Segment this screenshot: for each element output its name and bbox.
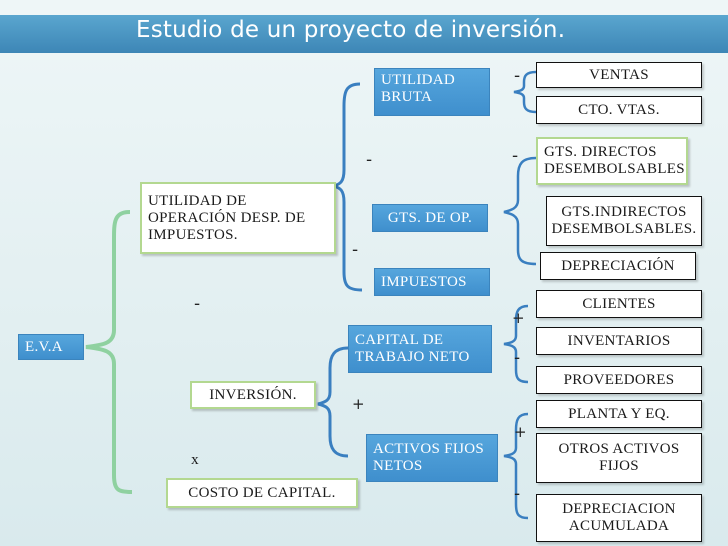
- capital-trabajo-box: CAPITAL DE TRABAJO NETO: [348, 325, 492, 373]
- depreciacion-acum-box: DEPRECIACION ACUMULADA: [536, 494, 702, 542]
- utilidad-bruta-box: UTILIDAD BRUTA: [374, 68, 490, 116]
- minus-sign: -: [512, 146, 519, 166]
- gts-indirectos-box: GTS.INDIRECTOS DESEMBOLSABLES.: [546, 196, 702, 246]
- minus-sign: -: [366, 150, 373, 170]
- inversion-box: INVERSIÓN.: [190, 381, 316, 409]
- minus-sign: -: [514, 348, 521, 368]
- inversion-bracket: [317, 346, 349, 458]
- minus-sign: -: [514, 66, 521, 86]
- uodi-box: UTILIDAD DE OPERACIÓN DESP. DE IMPUESTOS…: [140, 182, 336, 254]
- minus-sign: -: [194, 294, 201, 314]
- multiplier-sign: x: [191, 451, 199, 468]
- minus-sign: -: [352, 240, 359, 260]
- gts-op-box: GTS. DE OP.: [372, 204, 488, 232]
- depreciacion-box: DEPRECIACIÓN: [540, 252, 696, 280]
- plus-sign: +: [352, 395, 365, 413]
- page-title: Estudio de un proyecto de inversión.: [136, 17, 566, 43]
- proveedores-box: PROVEEDORES: [536, 366, 702, 394]
- activos-fijos-bracket: [503, 412, 529, 520]
- planta-eq-box: PLANTA Y EQ.: [536, 400, 702, 428]
- gts-op-bracket: [503, 156, 537, 266]
- utilidad-bruta-bracket: [513, 70, 537, 114]
- plus-sign: +: [514, 423, 527, 441]
- eva-bracket: [85, 210, 133, 494]
- activos-fijos-box: ACTIVOS FIJOS NETOS: [366, 434, 498, 482]
- title-bar: [0, 15, 728, 53]
- minus-sign: -: [514, 484, 521, 504]
- otros-activos-box: OTROS ACTIVOS FIJOS: [536, 433, 702, 483]
- costo-capital-box: COSTO DE CAPITAL.: [166, 478, 358, 508]
- gts-directos-box: GTS. DIRECTOS DESEMBOLSABLES: [536, 137, 688, 185]
- cto-vtas-box: CTO. VTAS.: [536, 96, 702, 124]
- eva-box: E.V.A: [18, 334, 84, 360]
- impuestos-box: IMPUESTOS: [374, 268, 490, 296]
- clientes-box: CLIENTES: [536, 290, 702, 318]
- inventarios-box: INVENTARIOS: [536, 327, 702, 355]
- ventas-box: VENTAS: [536, 62, 702, 88]
- plus-sign: +: [512, 309, 525, 327]
- capital-trabajo-bracket: [503, 304, 529, 384]
